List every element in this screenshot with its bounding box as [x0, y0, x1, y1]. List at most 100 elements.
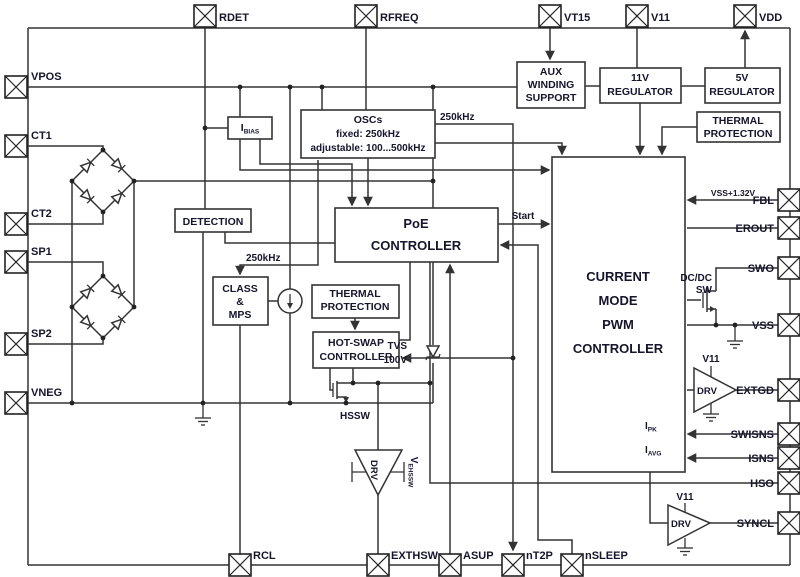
- diode: [110, 283, 126, 299]
- svg-text:fixed: 250kHz: fixed: 250kHz: [336, 129, 400, 140]
- wire-ct2: [25, 212, 104, 225]
- svg-text:PWM: PWM: [602, 317, 634, 332]
- tvs-label-1: TVS: [388, 341, 408, 352]
- pin-sp1: SP1: [4, 246, 52, 274]
- pin-nt2p: nT2P: [501, 550, 553, 577]
- svg-text:CONTROLLER: CONTROLLER: [320, 351, 393, 363]
- pin-swo: SWO: [748, 256, 800, 280]
- pin-label: V11: [651, 12, 670, 24]
- block-5v-regulator: 5V REGULATOR: [704, 67, 781, 104]
- wires: [25, 27, 778, 554]
- block-pwm-controller: CURRENT MODE PWM CONTROLLER: [551, 156, 686, 473]
- pin-label: RCL: [253, 550, 276, 562]
- pin-label: VPOS: [31, 71, 62, 83]
- svg-text:PROTECTION: PROTECTION: [704, 128, 773, 140]
- pin-sp2: SP2: [4, 328, 52, 356]
- pin-asup: ASUP: [438, 550, 494, 577]
- pin-erout: EROUT: [736, 216, 800, 240]
- fbl-level-label: VSS+1.32V: [711, 188, 756, 198]
- pin-label: VNEG: [31, 387, 62, 399]
- pin-ct2: CT2: [4, 208, 52, 236]
- svg-text:DRV: DRV: [697, 386, 718, 397]
- diode: [79, 158, 95, 174]
- ground-symbols: [195, 340, 743, 556]
- class-250khz-label: 250kHz: [246, 253, 280, 264]
- pin-label: SP1: [31, 246, 52, 258]
- svg-text:AUX: AUX: [540, 66, 562, 78]
- wire-osc-250khz: [435, 123, 518, 552]
- pin-label: VT15: [564, 12, 590, 24]
- bridge-diodes: [79, 157, 126, 331]
- ground-symbol: [703, 413, 719, 422]
- pin-label: VSS: [752, 320, 774, 332]
- pin-label: nSLEEP: [585, 550, 628, 562]
- svg-text:11V: 11V: [631, 72, 649, 84]
- block-thermal-protection-right: THERMAL PROTECTION: [696, 111, 781, 143]
- diode: [110, 315, 126, 331]
- ground-symbol: [195, 417, 211, 426]
- junction-dots: [69, 84, 738, 406]
- svg-text:CLASS: CLASS: [222, 283, 258, 295]
- pin-extgd: EXTGD: [736, 378, 800, 402]
- svg-text:PoE: PoE: [403, 216, 429, 231]
- block-osc: OSCs fixed: 250kHz adjustable: 100...500…: [300, 109, 436, 159]
- diode-bridge-2: [70, 274, 136, 340]
- dcdc-label-2: SW: [696, 285, 713, 296]
- svg-text:VEHSSW: VEHSSW: [407, 457, 420, 488]
- pin-swisns: SWISNS: [731, 422, 800, 446]
- block-11v-regulator: 11V REGULATOR: [599, 67, 682, 104]
- pin-vdd: VDD: [733, 4, 782, 28]
- pin-exthsw: EXTHSW: [366, 550, 439, 577]
- svg-text:DRV: DRV: [671, 519, 692, 530]
- svg-text:THERMAL: THERMAL: [329, 288, 381, 300]
- pin-label: SWO: [748, 263, 775, 275]
- svg-text:DETECTION: DETECTION: [183, 216, 244, 228]
- svg-text:CONTROLLER: CONTROLLER: [573, 341, 664, 356]
- ground-symbol: [677, 547, 693, 556]
- tvs-diode: [425, 345, 441, 361]
- pin-v11: V11: [625, 4, 670, 28]
- svg-text:MODE: MODE: [599, 293, 638, 308]
- pin-label: RFREQ: [380, 12, 419, 24]
- pin-label: CT2: [31, 208, 52, 220]
- start-label: Start: [512, 211, 535, 222]
- mosfet-hssw: [332, 381, 349, 403]
- svg-text:REGULATOR: REGULATOR: [607, 86, 673, 98]
- pin-rcl: RCL: [228, 550, 276, 577]
- ground-symbol: [727, 340, 743, 349]
- current-source-symbol: [277, 288, 303, 314]
- svg-text:THERMAL: THERMAL: [712, 115, 764, 127]
- pin-syncl: SYNCL: [737, 511, 800, 535]
- block-ibias: IBIAS: [227, 116, 273, 140]
- svg-text:OSCs: OSCs: [354, 114, 383, 126]
- driver-extgd: DRV: [693, 366, 738, 414]
- svg-text:PROTECTION: PROTECTION: [321, 301, 390, 313]
- pin-label: CT1: [31, 130, 52, 142]
- wire-sp1: [25, 261, 104, 276]
- wire-ct1: [25, 145, 104, 150]
- wire-hso: [429, 262, 778, 484]
- tvs-label-2: 100V: [384, 355, 408, 366]
- block-class-mps: CLASS & MPS: [212, 276, 269, 326]
- diode: [110, 189, 126, 205]
- pin-label: SP2: [31, 328, 52, 340]
- svg-text:CONTROLLER: CONTROLLER: [371, 238, 462, 253]
- diode: [110, 157, 126, 173]
- pin-hso: HSO: [750, 471, 800, 495]
- pin-nsleep: nSLEEP: [560, 550, 628, 577]
- block-hot-swap-controller: HOT-SWAP CONTROLLER: [312, 331, 400, 369]
- svg-text:&: &: [236, 296, 244, 308]
- block-poe-controller: PoE CONTROLLER: [334, 207, 499, 263]
- dcdc-label-1: DC/DC: [680, 273, 712, 284]
- pin-label: VDD: [759, 12, 782, 24]
- svg-text:REGULATOR: REGULATOR: [709, 86, 775, 98]
- iavg-label: IAVG: [645, 445, 661, 458]
- svg-text:SUPPORT: SUPPORT: [526, 92, 577, 104]
- diode: [79, 314, 95, 330]
- pin-label: HSO: [750, 478, 774, 490]
- pin-label: SYNCL: [737, 518, 775, 530]
- wire-swo: [715, 267, 778, 291]
- osc-250khz-label: 250kHz: [440, 112, 474, 123]
